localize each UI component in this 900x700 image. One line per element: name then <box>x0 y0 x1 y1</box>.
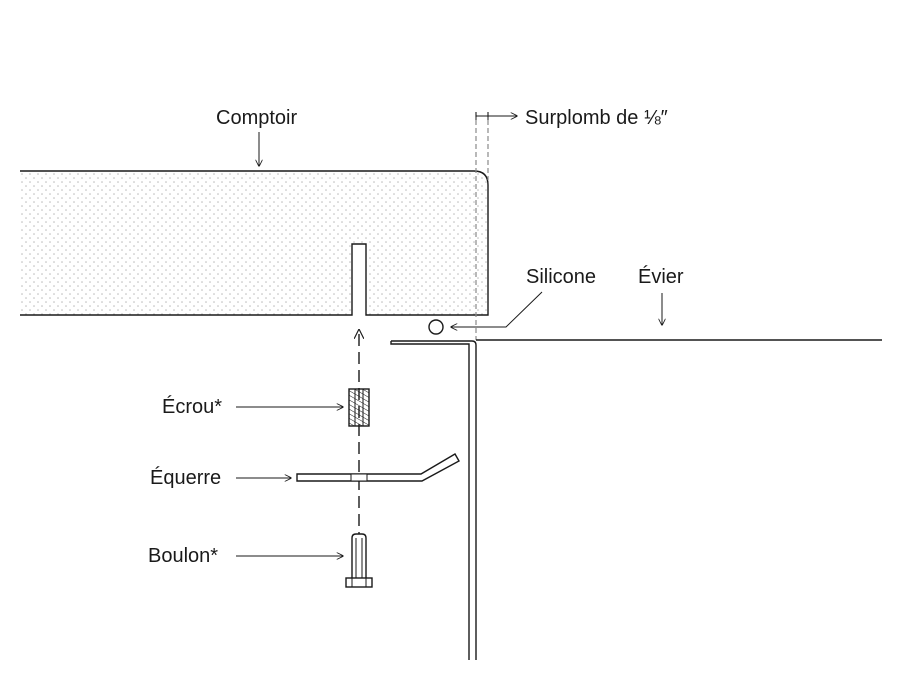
silicone-arrow <box>451 291 543 327</box>
bracket-part <box>296 453 460 482</box>
bracket-hole <box>350 473 368 482</box>
countertop-slab <box>20 170 489 316</box>
silicone-label: Silicone <box>526 266 596 288</box>
overhang-label: Surplomb de ⅛″ <box>525 107 668 129</box>
sink-label: Évier <box>638 265 684 288</box>
bolt-part <box>345 533 373 588</box>
sink-rim <box>390 339 882 660</box>
silicone-bead <box>428 319 444 335</box>
overhang-guides <box>475 112 517 340</box>
bolt-label: Boulon* <box>148 545 218 567</box>
nut-part <box>348 388 370 427</box>
countertop-label: Comptoir <box>216 107 297 129</box>
bracket-label: Équerre <box>150 466 221 489</box>
nut-label: Écrou* <box>162 395 222 418</box>
